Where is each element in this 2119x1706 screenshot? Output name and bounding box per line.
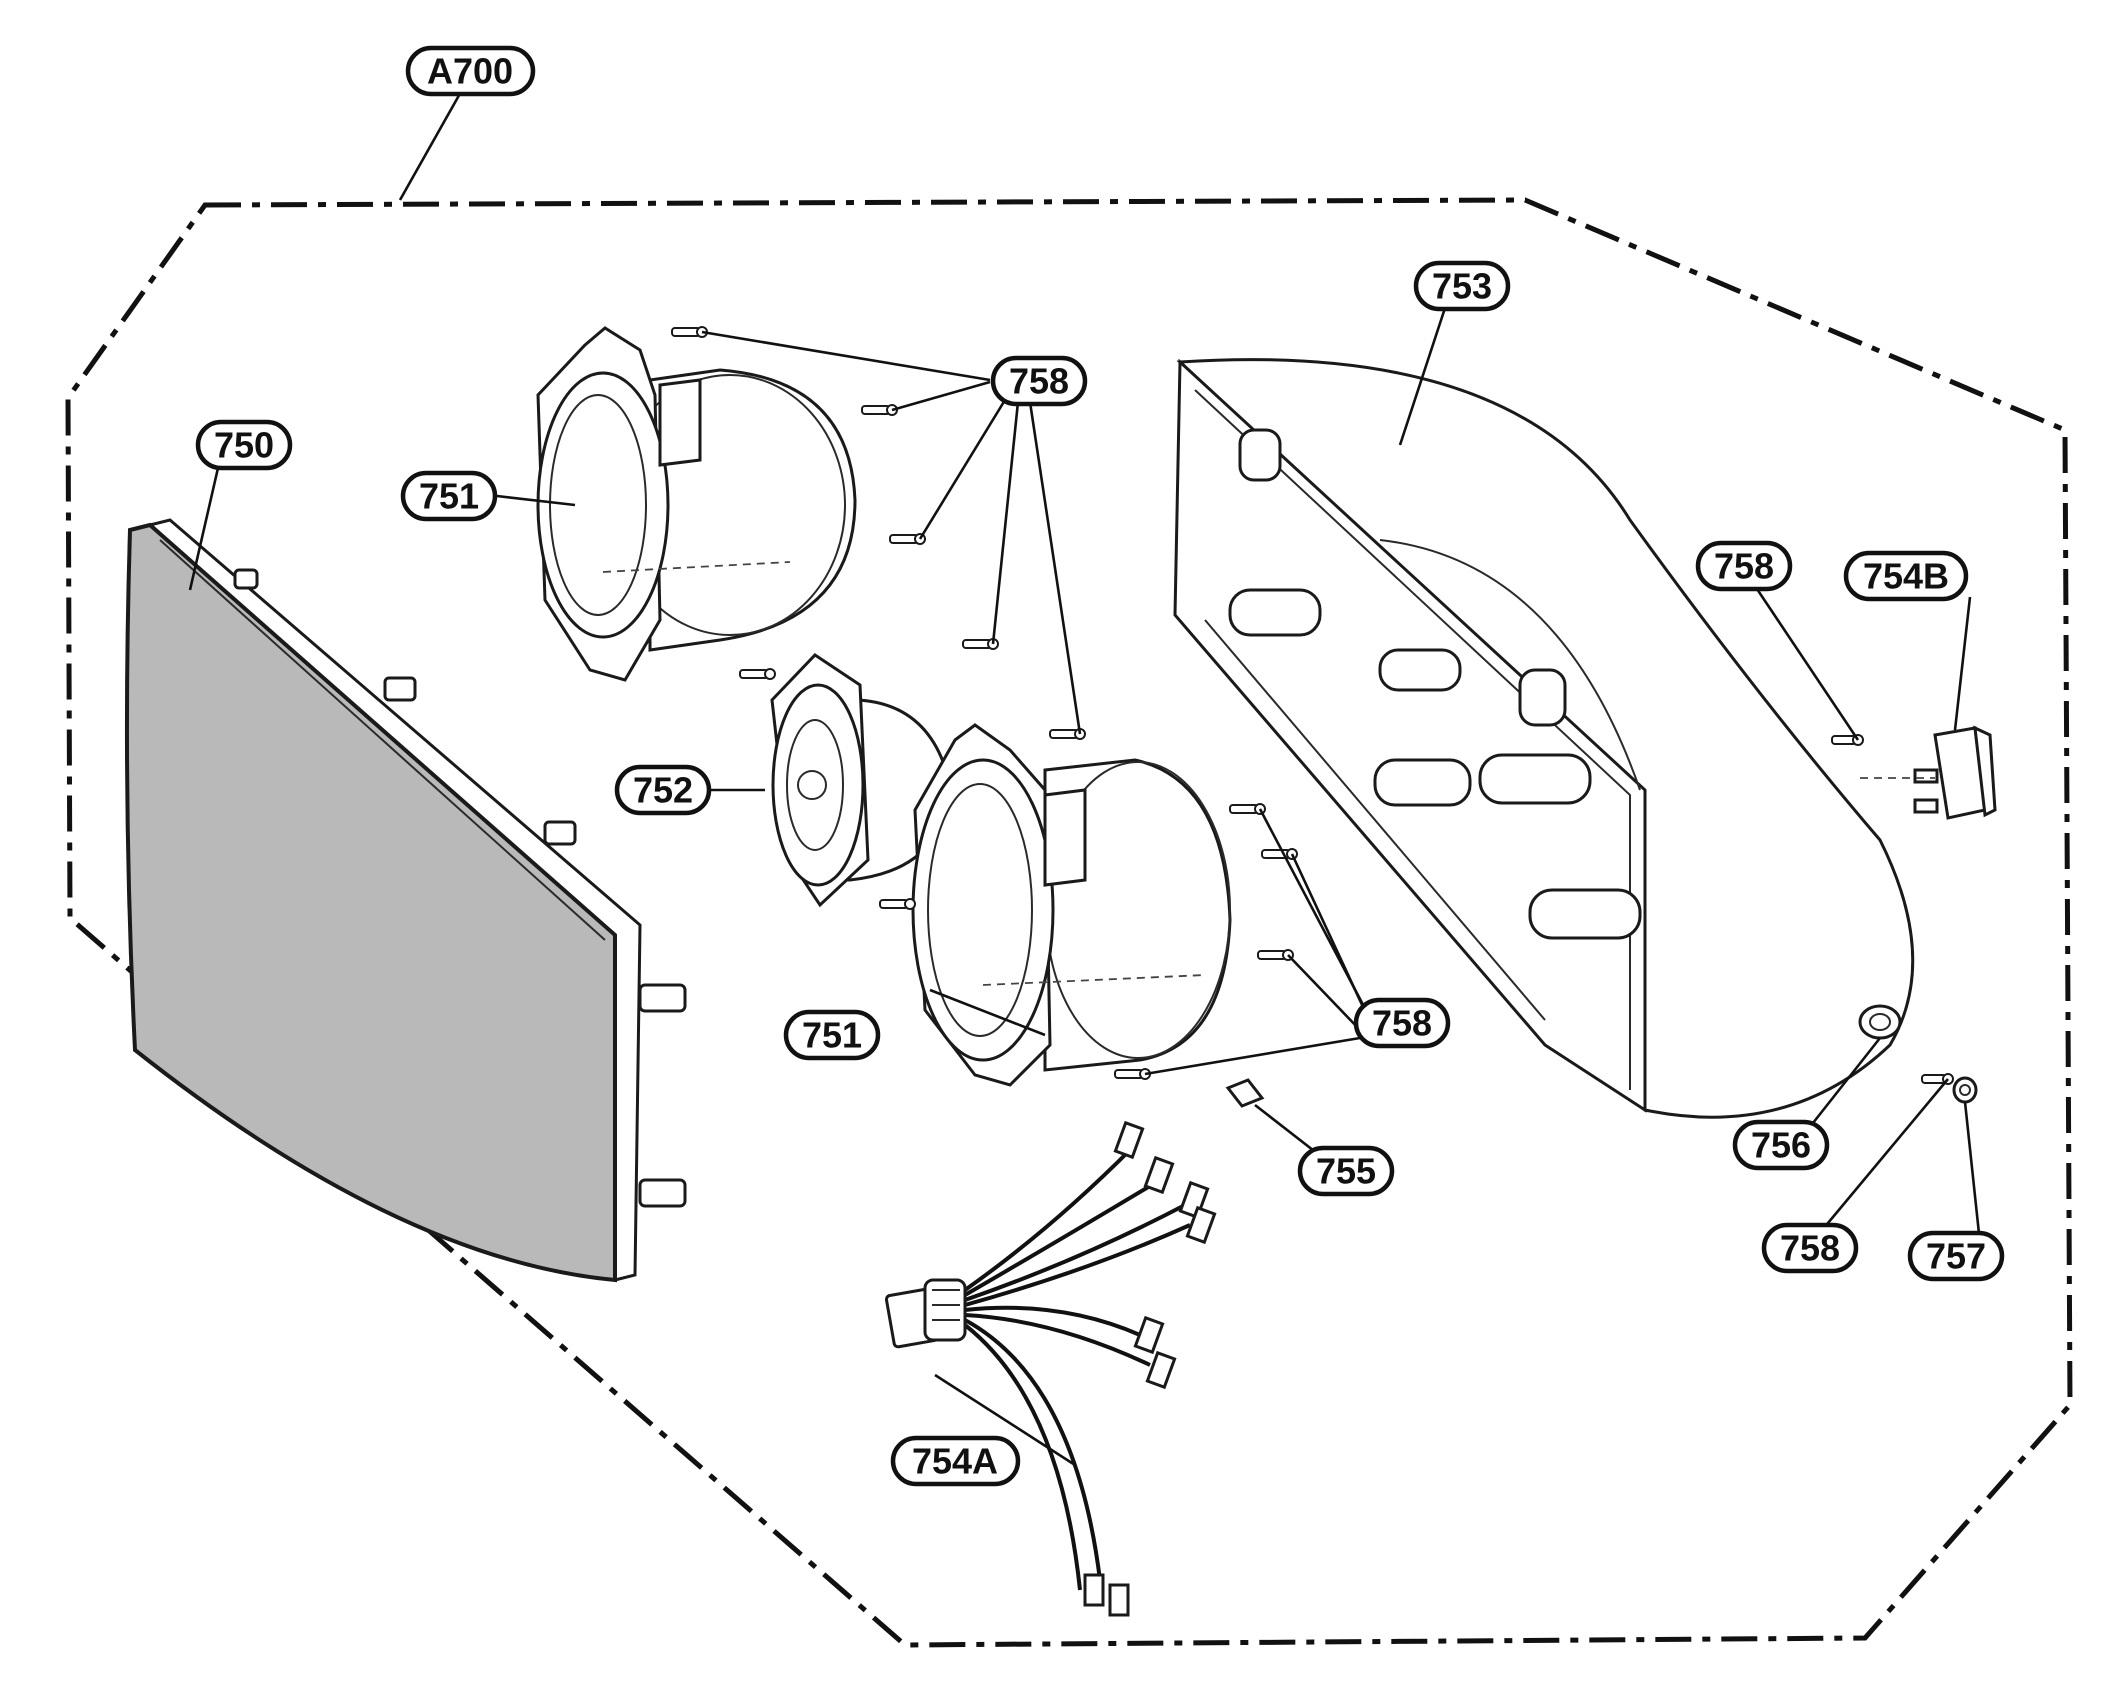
svg-text:750: 750 (214, 425, 274, 466)
svg-text:758: 758 (1780, 1228, 1840, 1269)
svg-text:754A: 754A (912, 1441, 998, 1482)
assembly-boundary (65, 197, 2073, 1648)
callout-751-upper: 751 (400, 470, 498, 522)
svg-text:758: 758 (1009, 361, 1069, 402)
callout-752: 752 (614, 764, 712, 816)
svg-text:756: 756 (1751, 1125, 1811, 1166)
svg-text:A700: A700 (427, 51, 513, 92)
callout-758-right: 758 (1695, 540, 1793, 592)
callout-754a: 754A (890, 1435, 1021, 1487)
wire-harness (884, 1120, 1217, 1617)
terminal-754b (1913, 725, 1997, 820)
callout-a700: A700 (405, 45, 536, 97)
callout-758-top: 758 (990, 355, 1088, 407)
callout-751-lower: 751 (783, 1009, 881, 1061)
svg-text:754B: 754B (1863, 556, 1949, 597)
svg-text:757: 757 (1926, 1236, 1986, 1277)
callout-756: 756 (1732, 1119, 1830, 1171)
svg-text:751: 751 (419, 476, 479, 517)
nut-757 (1952, 1076, 1978, 1104)
grille-mounting-pegs (233, 568, 687, 1208)
callout-757: 757 (1907, 1230, 2005, 1282)
port-756 (1858, 1004, 1902, 1040)
callout-758-bottom: 758 (1761, 1222, 1859, 1274)
svg-text:758: 758 (1714, 546, 1774, 587)
woofer-upper (536, 326, 857, 682)
callout-753: 753 (1413, 260, 1511, 312)
clip-755 (1225, 1078, 1265, 1108)
callout-754b: 754B (1843, 550, 1969, 602)
front-grille (124, 518, 687, 1283)
svg-text:751: 751 (802, 1015, 862, 1056)
callout-755: 755 (1297, 1145, 1395, 1197)
harness-connector (884, 1278, 967, 1349)
callout-750: 750 (195, 419, 293, 471)
woofer-lower (911, 723, 1232, 1087)
svg-text:753: 753 (1432, 266, 1492, 307)
svg-text:755: 755 (1316, 1151, 1376, 1192)
callout-758-mid: 758 (1353, 997, 1451, 1049)
cabinet (1173, 358, 1915, 1119)
svg-text:758: 758 (1372, 1003, 1432, 1044)
cabinet-internal-bosses (1228, 428, 1642, 940)
svg-text:752: 752 (633, 770, 693, 811)
